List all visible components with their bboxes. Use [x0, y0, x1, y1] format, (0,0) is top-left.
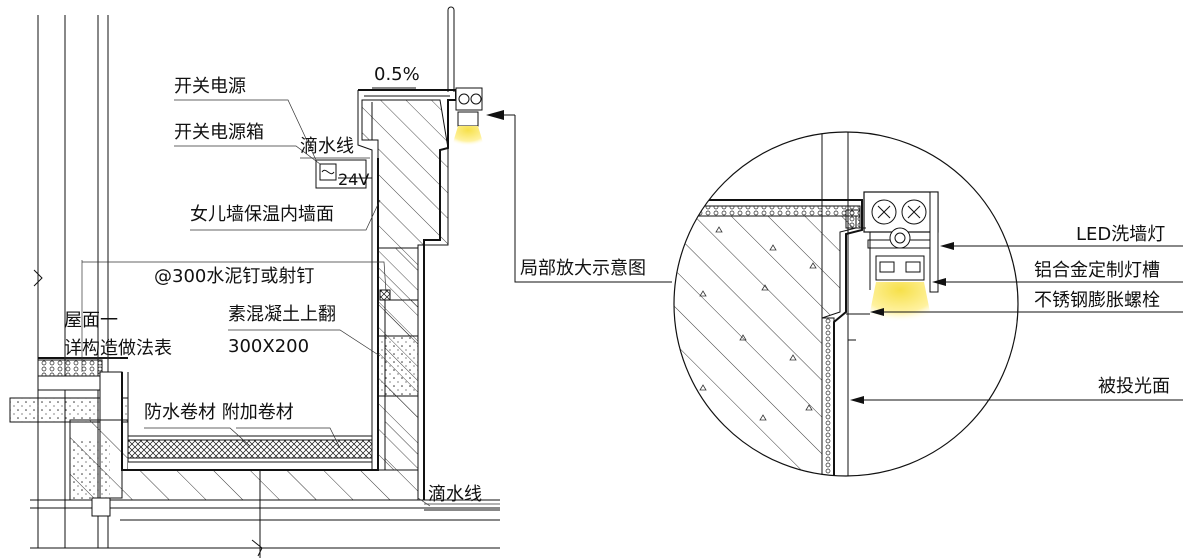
label-nail: @300水泥钉或射钉: [154, 266, 314, 287]
label-aluminum-slot: 铝合金定制灯槽: [1034, 260, 1160, 281]
label-drip-line-bottom: 滴水线: [428, 484, 482, 505]
annotation-labels: 开关电源 开关电源箱 滴水线 24V 女儿墙保温内墙面 0.5% @300水泥钉…: [64, 64, 1170, 505]
label-switch-power: 开关电源: [174, 76, 246, 97]
detail-callout: [486, 110, 672, 283]
label-slope: 0.5%: [374, 64, 420, 85]
label-drip-line-top: 滴水线: [300, 136, 354, 157]
label-concrete-upturn: 素混凝土上翻: [228, 304, 336, 325]
label-parapet-insulation: 女儿墙保温内墙面: [190, 204, 334, 225]
section-drawing: [9, 6, 500, 558]
label-waterproof: 防水卷材 附加卷材: [144, 402, 294, 423]
label-voltage: 24V: [338, 170, 369, 189]
label-expansion-bolt: 不锈钢膨胀螺栓: [1034, 290, 1160, 311]
label-concrete-size: 300X200: [228, 336, 309, 357]
label-lit-surface: 被投光面: [1098, 376, 1170, 397]
label-switch-power-box: 开关电源箱: [174, 122, 264, 143]
label-led-washer: LED洗墙灯: [1076, 224, 1165, 245]
label-roof-2: 详构造做法表: [64, 338, 172, 359]
label-roof-1: 屋面一: [64, 310, 118, 331]
label-detail-view: 局部放大示意图: [520, 258, 646, 279]
